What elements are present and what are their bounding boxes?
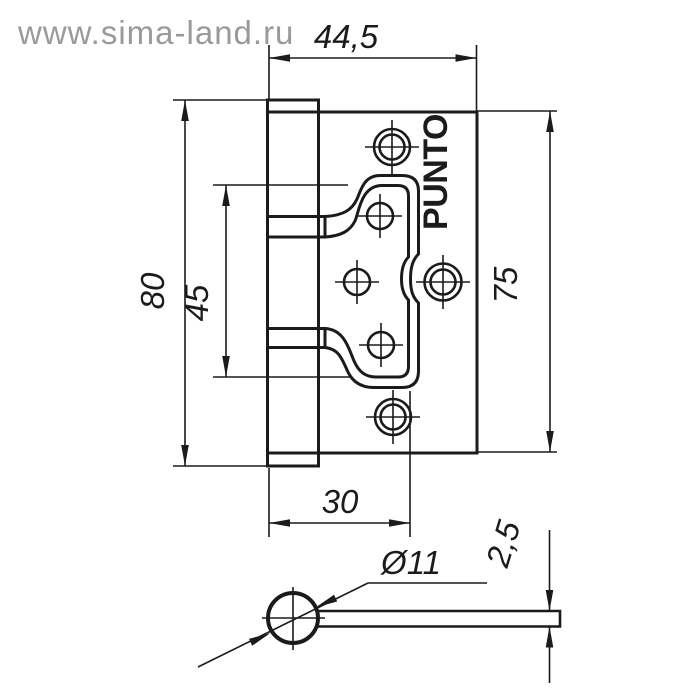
countersunk-hole-bottom: [373, 397, 413, 437]
dimension-label-knuckle-diameter: Ø11: [380, 544, 441, 581]
arrowhead: [389, 519, 410, 527]
knuckle-tab-lower: [266, 327, 327, 349]
crosshair: [335, 260, 379, 304]
screw-hole: [365, 201, 395, 231]
hole-outer-circle: [423, 262, 463, 302]
countersunk-hole-top: [372, 127, 412, 167]
side-view: Ø11 2,5: [197, 516, 562, 683]
arrowhead: [546, 431, 554, 452]
hole-outer-circle: [373, 397, 413, 437]
crosshair: [359, 323, 403, 367]
dimension-plate-thickness: 2,5: [478, 516, 554, 683]
dimension-label-bottom-width: 30: [322, 483, 359, 520]
slot-outer-contour: [323, 174, 420, 389]
arrowhead: [455, 54, 477, 62]
hole-outer-circle: [372, 127, 412, 167]
dimension-plate-height: 75: [477, 110, 557, 453]
arrowhead: [181, 100, 189, 121]
dimension-knuckle-diameter: Ø11: [197, 544, 487, 668]
arrowhead: [315, 594, 338, 608]
hinge-body: PUNTO: [266, 98, 479, 468]
dimension-top-width: 44,5: [268, 18, 478, 111]
hole-inner-circle: [379, 403, 407, 431]
brand-stamp: PUNTO: [417, 114, 455, 230]
arrowhead: [546, 111, 554, 132]
arrowhead: [222, 185, 230, 206]
crosshair: [358, 194, 402, 238]
hinge-plate-outline: [266, 110, 479, 455]
dimension-bottom-width: 30: [268, 391, 411, 537]
leaf-plate-edge: [318, 609, 562, 628]
watermark-text: www.sima-land.ru: [17, 14, 294, 51]
hole-inner-circle: [378, 133, 406, 161]
knuckle-tab-upper: [266, 215, 327, 239]
arrowhead: [269, 519, 290, 527]
dimension-label-overall-height: 80: [134, 272, 171, 309]
screw-hole: [342, 267, 372, 297]
arrowhead: [269, 54, 290, 62]
arrowhead: [249, 633, 271, 646]
hole-inner-circle: [429, 268, 457, 296]
dimension-label-plate-thickness: 2,5: [478, 516, 527, 572]
dimension-label-cutout-height: 45: [178, 284, 215, 321]
dimension-label-plate-height: 75: [487, 266, 524, 303]
knuckle-column: [266, 98, 320, 468]
arrowhead: [545, 590, 554, 611]
crosshair: [262, 587, 325, 650]
arrowhead: [545, 626, 554, 648]
dimension-cutout-height: 45: [178, 184, 351, 378]
knuckle-circle: [266, 591, 320, 645]
countersunk-hole-right: [423, 262, 463, 302]
screw-hole: [366, 330, 396, 360]
slot-inner-contour: [323, 184, 410, 379]
arrowhead: [222, 356, 230, 377]
dimension-line: [197, 582, 369, 668]
arrowhead: [181, 445, 189, 466]
dimension-label-top-width: 44,5: [314, 18, 379, 55]
front-view: 44,5 80 45 75: [134, 18, 557, 537]
dimension-overall-height: 80: [134, 99, 267, 467]
knuckle-end-view: [262, 587, 325, 650]
